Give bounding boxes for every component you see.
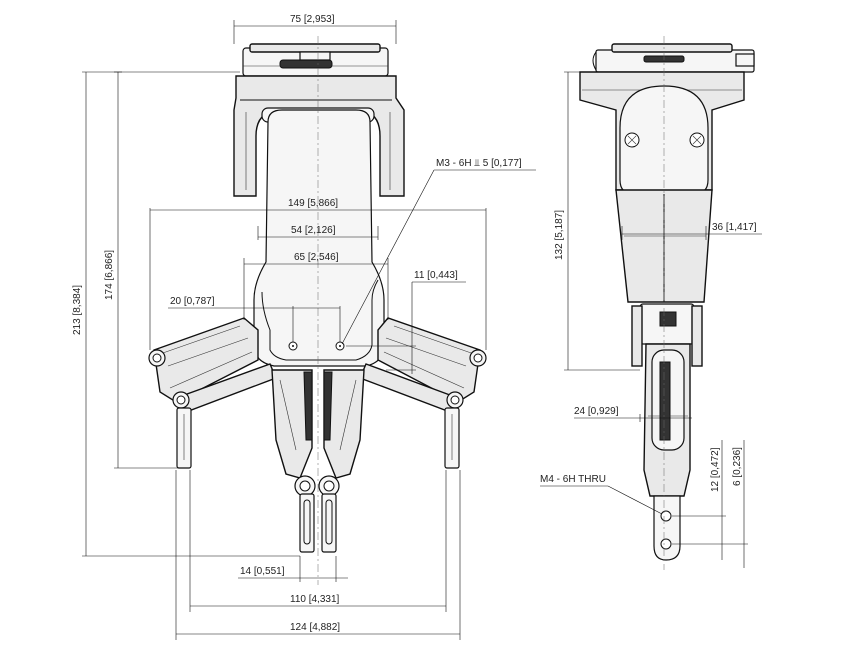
- dim-top-width: 75 [2,953]: [233, 14, 397, 44]
- central-column: [253, 109, 385, 367]
- dim-body-height-label: 174 [6,866]: [104, 250, 115, 300]
- dim-finger-14-label: 14 [0,551]: [240, 566, 285, 577]
- dim-side-height-132: 132 [5,187]: [554, 71, 640, 371]
- dim-width-65-label: 65 [2,546]: [294, 252, 339, 263]
- dim-offset-11: 11 [0,443]: [346, 270, 466, 374]
- right-finger-linkage: [359, 317, 487, 469]
- thread-callout-side-label: M4 - 6H THRU: [540, 474, 606, 485]
- dim-side-pitch-6-label: 6 [0,236]: [732, 447, 743, 486]
- dim-offset-20-label: 20 [0,787]: [170, 296, 215, 307]
- dim-side-width-24-label: 24 [0,929]: [574, 406, 619, 417]
- side-view: 132 [5,187] 36 [1,417] 24 [0,929] 12 [0,…: [540, 36, 762, 570]
- dim-side-pitch-6: 6 [0,236]: [732, 440, 745, 568]
- dim-side-width-36-label: 36 [1,417]: [712, 222, 757, 233]
- thread-callout-front-label: M3 - 6H ⫫ 5 [0,177]: [436, 158, 522, 169]
- dim-side-pitch-12: 12 [0,472]: [672, 440, 748, 560]
- side-finger: [643, 343, 691, 561]
- front-view: 75 [2,953] 213 [8,384] 174 [6,866] 149 […: [72, 14, 536, 640]
- dim-finger-110-label: 110 [4,331]: [290, 594, 340, 605]
- dim-width-54-label: 54 [2,126]: [291, 225, 336, 236]
- dim-span-149: 149 [5,866]: [149, 198, 487, 350]
- dim-side-height-132-label: 132 [5,187]: [554, 210, 565, 260]
- dim-finger-110: 110 [4,331]: [189, 470, 447, 612]
- dim-width-65: 65 [2,546]: [243, 252, 389, 320]
- dim-finger-124-label: 124 [4,882]: [290, 622, 340, 633]
- mounting-plate: [242, 43, 389, 77]
- dim-side-width-36: 36 [1,417]: [621, 222, 762, 240]
- dim-body-height: 174 [6,866]: [104, 71, 180, 469]
- dim-top-width-label: 75 [2,953]: [290, 14, 335, 25]
- dim-side-pitch-12-label: 12 [0,472]: [710, 447, 721, 492]
- dim-side-width-24: 24 [0,929]: [574, 406, 692, 422]
- thread-callout-side: M4 - 6H THRU: [540, 474, 663, 515]
- dim-finger-124: 124 [4,882]: [175, 470, 461, 640]
- left-finger-linkage: [148, 317, 277, 469]
- dim-span-149-label: 149 [5,866]: [288, 198, 338, 209]
- side-mounting-plate: [592, 43, 755, 73]
- side-lower-block: [631, 303, 703, 367]
- dim-width-54: 54 [2,126]: [257, 225, 379, 240]
- dim-offset-20: 20 [0,787]: [168, 296, 341, 342]
- side-upper-housing: [579, 71, 745, 195]
- center-fingers: [271, 369, 365, 553]
- dim-finger-14: 14 [0,551]: [238, 556, 348, 582]
- dim-offset-11-label: 11 [0,443]: [414, 270, 458, 281]
- dim-overall-height: 213 [8,384]: [72, 71, 300, 557]
- dim-overall-height-label: 213 [8,384]: [72, 285, 83, 335]
- thread-callout-front: M3 - 6H ⫫ 5 [0,177]: [341, 158, 536, 345]
